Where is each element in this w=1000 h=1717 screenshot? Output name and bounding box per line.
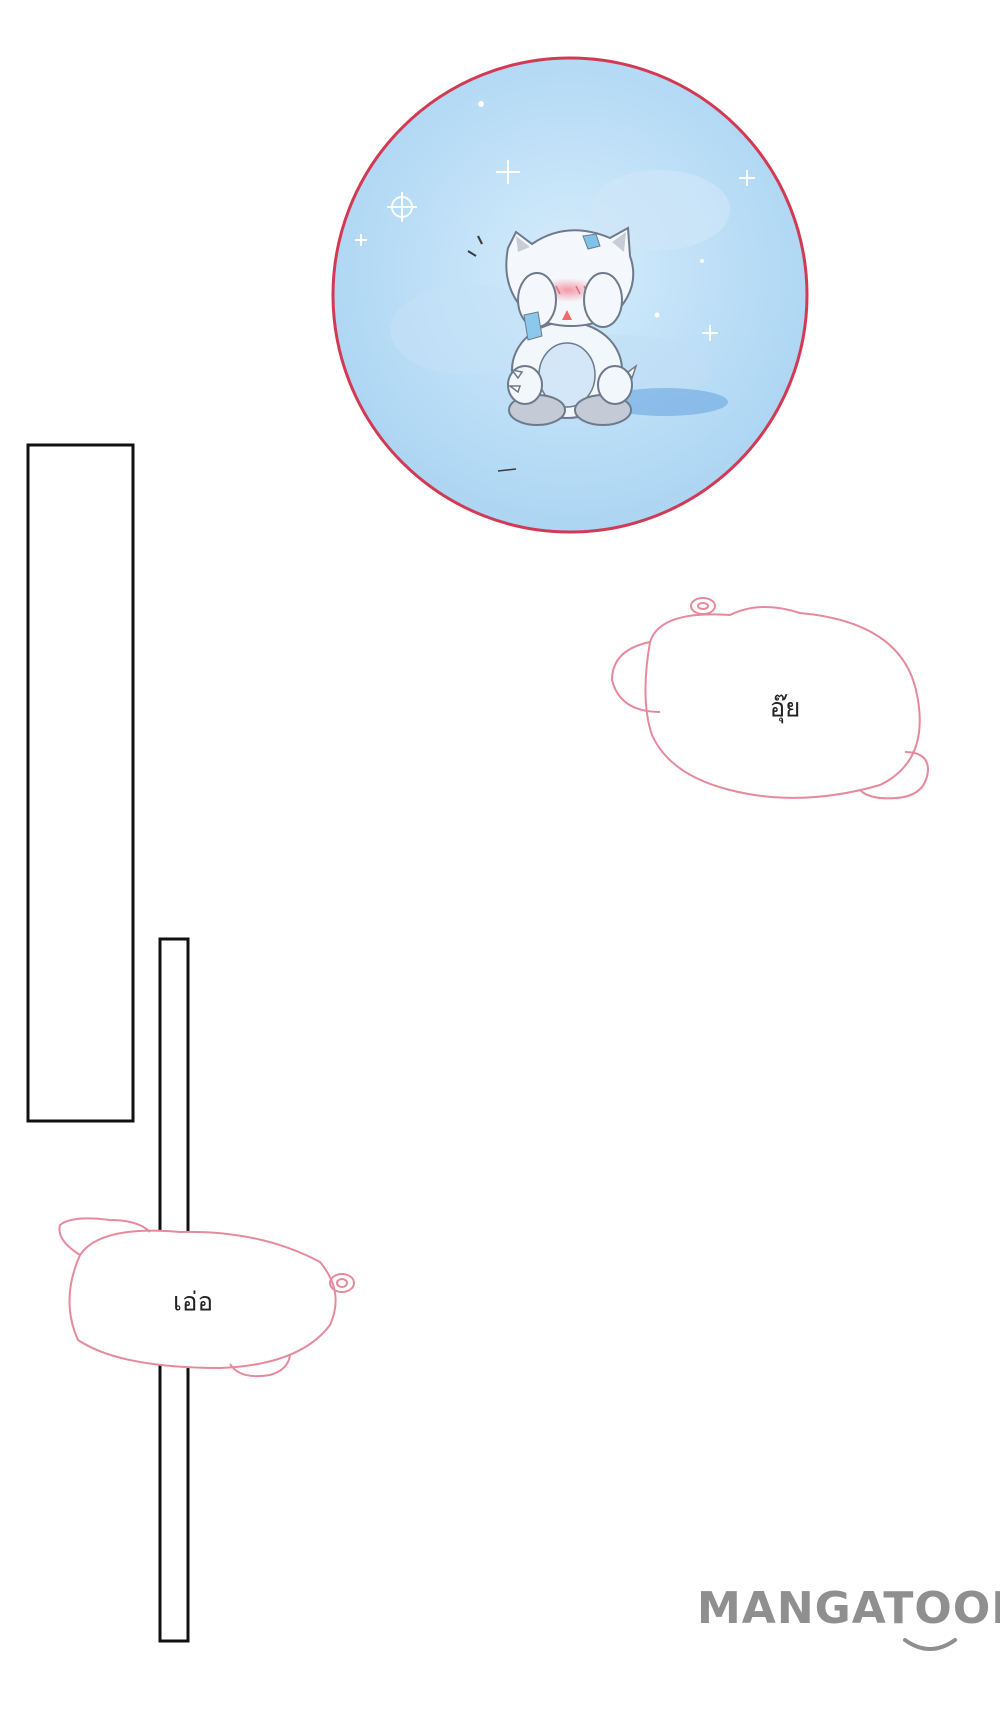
panel-frame-left [26,443,135,1123]
speech-bubble-1 [610,597,930,800]
mangatoon-watermark: MANGATOON [697,1583,1000,1634]
speech-bubble-2-text: เอ่อ [172,1287,214,1318]
speech-bubble-2 [58,1217,355,1378]
chibi-creature-icon [467,226,638,472]
smile-icon [903,1638,957,1651]
speech-bubble-1-text: อุ๊ย [769,693,801,724]
sparkle-icon [355,160,755,341]
